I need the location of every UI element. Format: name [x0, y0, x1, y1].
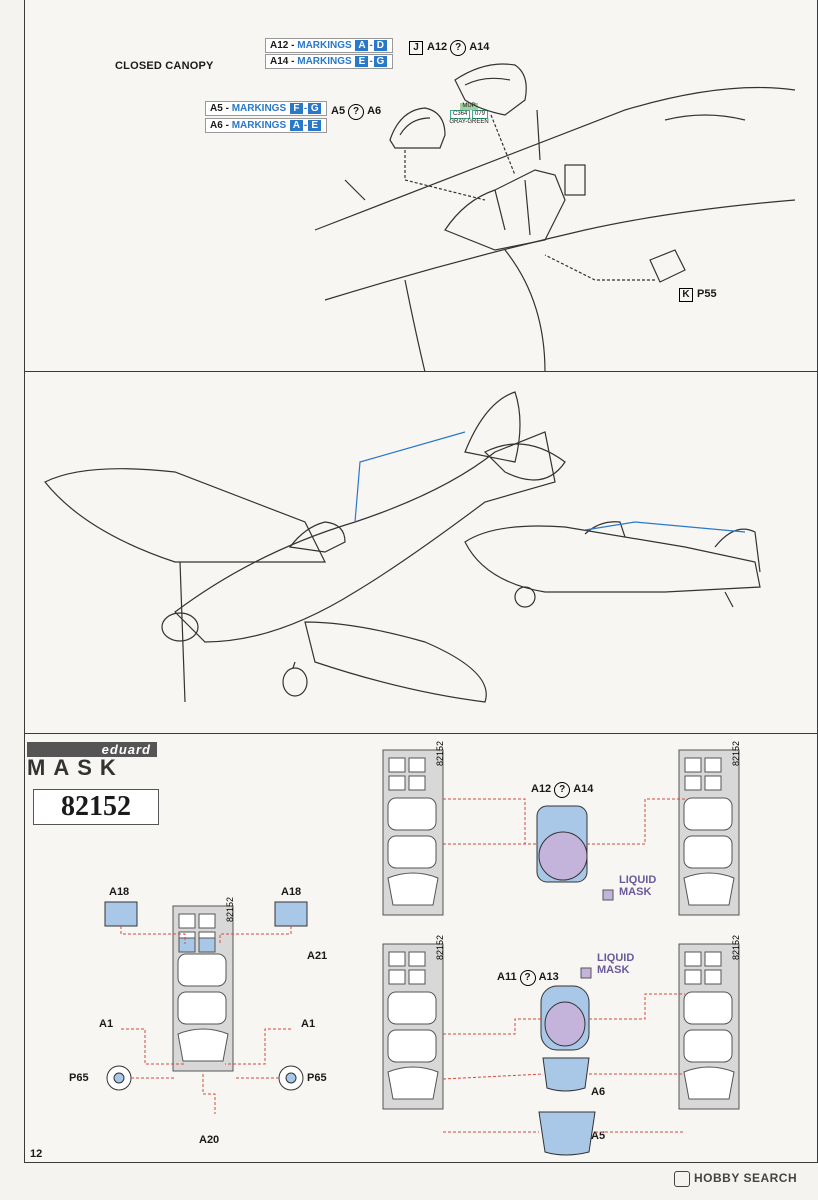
sheet-code-tl: 82152: [435, 741, 445, 766]
lbl-a18-right: A18: [281, 886, 302, 898]
closed-canopy-panel: CLOSED CANOPY A12 - MARKINGS A-D A14 - M…: [24, 0, 818, 372]
lbl-a20: A20: [199, 1134, 220, 1146]
mask-sheets-drawing: 82152 82152 82152 82152 82152: [104, 741, 741, 1156]
sheet-code-br: 82152: [731, 935, 741, 960]
lbl-a1-left: A1: [99, 1018, 114, 1030]
hobby-search-watermark: HOBBY SEARCH: [674, 1171, 797, 1187]
brand-mask: MASK: [27, 755, 124, 780]
sheet-code-bl: 82152: [435, 935, 445, 960]
hobby-search-logo-icon: [674, 1171, 690, 1187]
lbl-a21: A21: [307, 950, 328, 962]
finished-model-panel: [24, 371, 818, 734]
lbl-a12-a14: A12?A14: [531, 782, 593, 798]
lbl-p65-right: P65: [307, 1072, 327, 1084]
marking-a5: A5 - MARKINGS F-G: [205, 101, 328, 116]
marking-a14: A14 - MARKINGS E-G: [265, 54, 393, 69]
mask-panel: eduard MASK 82152 A18 A18 A21 A1 A1 P65 …: [24, 733, 818, 1163]
canopy-drawing: [314, 63, 796, 372]
page-number: 12: [30, 1148, 43, 1160]
lbl-liquid-mask-2: LIQUID MASK: [597, 952, 635, 976]
lbl-a11-a13: A11?A13: [497, 970, 559, 986]
lbl-a5: A5: [591, 1130, 606, 1142]
sheet-top-right: [678, 749, 740, 916]
panel-title: CLOSED CANOPY: [115, 60, 214, 72]
lbl-a1-right: A1: [301, 1018, 316, 1030]
a18-left-piece: [104, 901, 138, 927]
lbl-a6: A6: [591, 1086, 606, 1098]
a18-right-piece: [274, 901, 308, 927]
sheet-top-left: [382, 749, 444, 916]
sheet-bottom-right: [678, 943, 740, 1110]
sheet-bottom-left: [382, 943, 444, 1110]
a6-piece: [542, 1057, 590, 1092]
eduard-brand: eduard MASK: [27, 742, 157, 779]
marking-a6: A6 - MARKINGS A-E: [205, 118, 328, 133]
product-code: 82152: [33, 789, 159, 825]
sheet-left: [172, 905, 234, 1072]
lbl-liquid-mask-1: LIQUID MASK: [619, 874, 657, 898]
lbl-p65-left: P65: [69, 1072, 89, 1084]
sheet-code-left: 82152: [225, 897, 235, 922]
a5-piece: [538, 1111, 596, 1156]
brand-eduard: eduard: [27, 742, 157, 757]
lbl-a18-left: A18: [109, 886, 130, 898]
sheet-code-tr: 82152: [731, 741, 741, 766]
paint-callout: MUP C364 079 GRAY-GREEN: [449, 103, 489, 125]
alt-a5-a6: A5?A6: [331, 104, 381, 120]
aircraft-drawing: [44, 391, 761, 703]
marking-a12: A12 - MARKINGS A-D: [265, 38, 393, 53]
